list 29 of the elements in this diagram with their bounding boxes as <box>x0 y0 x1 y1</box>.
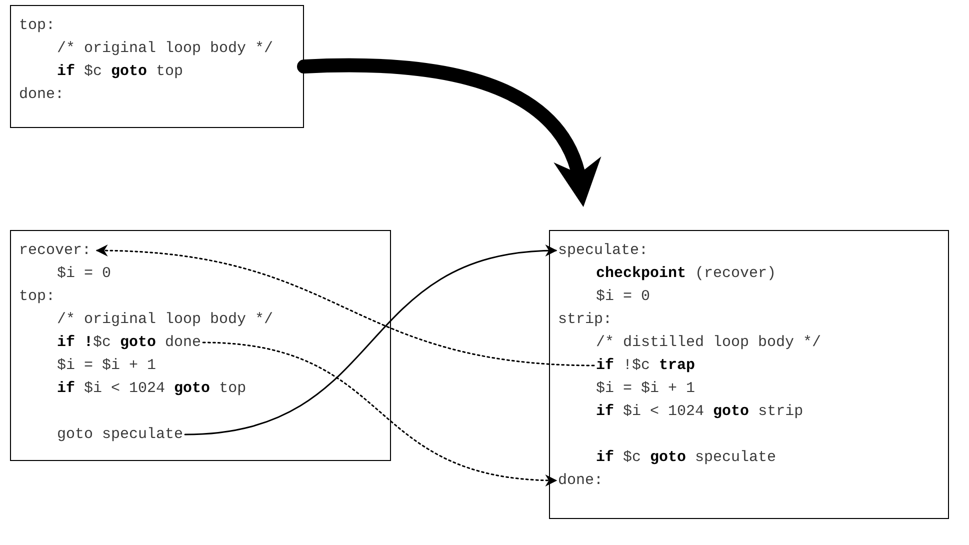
code-line: if $c goto speculate <box>596 446 776 469</box>
code-line: goto speculate <box>57 423 184 446</box>
code-panel <box>10 230 391 461</box>
code-panel <box>10 5 304 128</box>
code-line: top: <box>19 14 56 37</box>
code-line: done: <box>19 83 64 106</box>
code-line: /* original loop body */ <box>57 308 274 331</box>
code-line: $i = 0 <box>57 262 112 285</box>
code-line: $i = $i + 1 <box>596 377 696 400</box>
code-line: if !$c trap <box>596 354 696 377</box>
arrow <box>202 342 558 486</box>
code-line: strip: <box>558 308 612 331</box>
code-line: top: <box>19 285 56 308</box>
code-line: /* original loop body */ <box>57 37 274 60</box>
code-line: recover: <box>19 239 92 262</box>
arrow <box>184 245 558 436</box>
arrow <box>96 244 595 366</box>
code-line: if $i < 1024 goto top <box>57 377 246 400</box>
code-panel <box>549 230 949 519</box>
code-line: speculate: <box>558 239 648 262</box>
code-line: $i = 0 <box>596 285 650 308</box>
code-line: if !$c goto done <box>57 331 202 354</box>
code-line: if $c goto top <box>57 60 184 83</box>
code-line: checkpoint (recover) <box>596 262 776 285</box>
code-line: $i = $i + 1 <box>57 354 156 377</box>
code-line: /* distilled loop body */ <box>596 331 822 354</box>
code-line: done: <box>558 469 604 492</box>
code-line: if $i < 1024 goto strip <box>596 400 804 423</box>
transform-arrow <box>297 58 599 207</box>
